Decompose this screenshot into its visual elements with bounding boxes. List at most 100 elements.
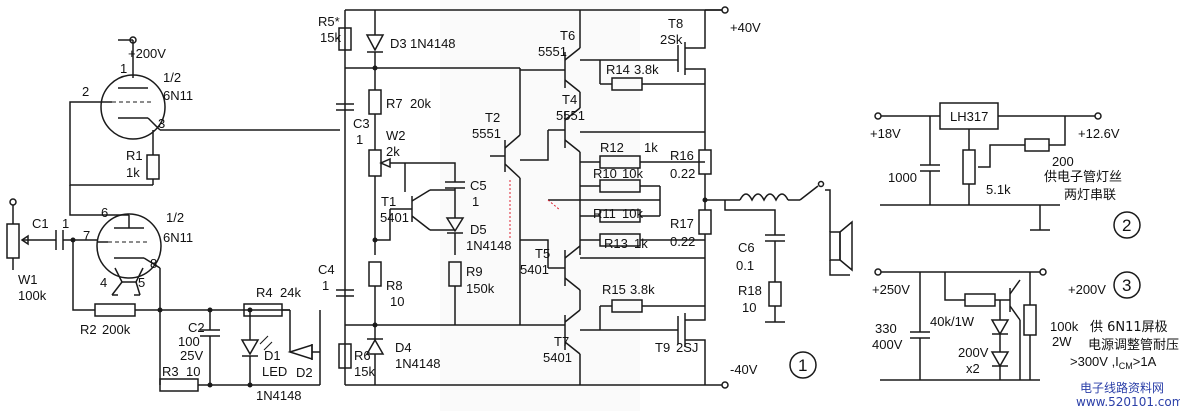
svg-text:10: 10 [742,300,756,315]
svg-text:15k: 15k [320,30,341,45]
svg-text:40k/1W: 40k/1W [930,314,975,329]
svg-text:100k: 100k [18,288,47,303]
tube1-pin1: 1 [120,61,127,76]
tube-1: 1 2 3 1/2 6N11 +200V [69,36,340,186]
svg-text:-40V: -40V [730,362,758,377]
svg-text:R13: R13 [604,236,628,251]
svg-text:5551: 5551 [472,126,501,141]
svg-text:R2: R2 [80,322,97,337]
watermark: 电子线路资料网 www.520101.com [1076,380,1180,409]
svg-text:1N4148: 1N4148 [256,388,302,403]
svg-text:两灯串联: 两灯串联 [1064,188,1116,203]
svg-text:400V: 400V [872,337,903,352]
svg-text:R14: R14 [606,62,630,77]
svg-text:5401: 5401 [543,350,572,365]
svg-text:1N4148: 1N4148 [395,356,441,371]
svg-text:1k: 1k [634,236,648,251]
svg-text:T8: T8 [668,16,683,31]
svg-text:1k: 1k [644,140,658,155]
svg-text:2SJ: 2SJ [676,340,698,355]
svg-text:C5: C5 [470,178,487,193]
svg-text:330: 330 [875,321,897,336]
svg-text:8: 8 [150,256,157,271]
driver-column: R5* 15k D3 1N4148 C3 1 R7 20k W2 2k [318,9,722,386]
filament-supply: +18V LH317 +12.6V 1000 5.1k 200 供电子管灯丝 两… [870,102,1122,231]
svg-text:D1: D1 [264,348,281,363]
svg-text:R6: R6 [354,348,371,363]
svg-text:1N4148: 1N4148 [466,238,512,253]
svg-text:10k: 10k [622,206,643,221]
svg-text:R15: R15 [602,282,626,297]
svg-text:5401: 5401 [380,210,409,225]
svg-text:6: 6 [101,205,108,220]
svg-text:R17: R17 [670,216,694,231]
svg-text:W2: W2 [386,128,406,143]
svg-text:+200V: +200V [1068,282,1106,297]
svg-text:T5: T5 [535,246,550,261]
svg-text:供 6N11屏极: 供 6N11屏极 [1090,320,1168,335]
svg-text:C2: C2 [188,320,205,335]
svg-text:3: 3 [1122,276,1131,295]
led-chain: R4 24k D1 LED D2 1N4148 [240,285,321,403]
svg-text:3.8k: 3.8k [630,282,655,297]
svg-text:T7: T7 [554,334,569,349]
resistor-r2: R2 200k [72,240,200,337]
svg-text:25V: 25V [180,348,203,363]
svg-text:R3: R3 [162,364,179,379]
svg-text:C6: C6 [738,240,755,255]
svg-text:1N4148: 1N4148 [410,36,456,51]
svg-text:100: 100 [178,334,200,349]
svg-text:+40V: +40V [730,20,761,35]
tube1-pin2: 2 [82,84,89,99]
tube-2: 6 7 8 4 5 1/2 6N11 [69,185,193,312]
svg-text:1/2: 1/2 [166,210,184,225]
svg-text:x2: x2 [966,361,980,376]
svg-text:150k: 150k [466,281,495,296]
svg-text:T1: T1 [381,194,396,209]
svg-text:5551: 5551 [556,108,585,123]
svg-text:C1: C1 [32,216,49,231]
svg-text:R5*: R5* [318,14,340,29]
circuit-markers: 1 2 3 [789,211,1141,379]
svg-text:100k: 100k [1050,319,1079,334]
svg-text:0.1: 0.1 [736,258,754,273]
svg-text:3.8k: 3.8k [634,62,659,77]
svg-text:R1: R1 [126,148,143,163]
svg-text:LH317: LH317 [950,109,988,124]
svg-text:R11: R11 [593,206,616,221]
svg-text:1: 1 [62,216,69,231]
svg-text:15k: 15k [354,364,375,379]
svg-text:www.520101.com: www.520101.com [1076,395,1180,409]
svg-text:0.22: 0.22 [670,166,695,181]
svg-text:D4: D4 [395,340,412,355]
svg-text:LED: LED [262,364,287,379]
svg-text:C3: C3 [353,116,370,131]
svg-text:1: 1 [356,132,363,147]
svg-text:+18V: +18V [870,126,901,141]
svg-text:R4: R4 [256,285,273,300]
svg-text:5551: 5551 [538,44,567,59]
svg-text:R12: R12 [600,140,624,155]
svg-text:0.22: 0.22 [670,234,695,249]
plate-supply: +250V +200V 330 400V 40k/1W 200V x2 100k… [872,268,1179,381]
svg-text:200: 200 [1052,154,1074,169]
bias-network: R3 10 C2 100 25V [159,307,320,392]
svg-text:5.1k: 5.1k [986,182,1011,197]
svg-text:10: 10 [390,294,404,309]
svg-text:1: 1 [472,194,479,209]
svg-text:5: 5 [138,275,145,290]
tube1-type: 6N11 [163,88,193,103]
svg-text:1: 1 [322,278,329,293]
svg-text:10: 10 [186,364,200,379]
input-stage: C1 1 W1 100k [6,198,108,303]
svg-text:W1: W1 [18,272,38,287]
svg-text:电源调整管耐压: 电源调整管耐压 [1088,338,1179,353]
svg-text:1k: 1k [126,165,140,180]
svg-text:T4: T4 [562,92,577,107]
svg-text:2Sk: 2Sk [660,32,683,47]
svg-text:R18: R18 [738,283,762,298]
svg-text:D3: D3 [390,36,407,51]
svg-text:1: 1 [798,356,807,375]
svg-text:+250V: +250V [872,282,910,297]
